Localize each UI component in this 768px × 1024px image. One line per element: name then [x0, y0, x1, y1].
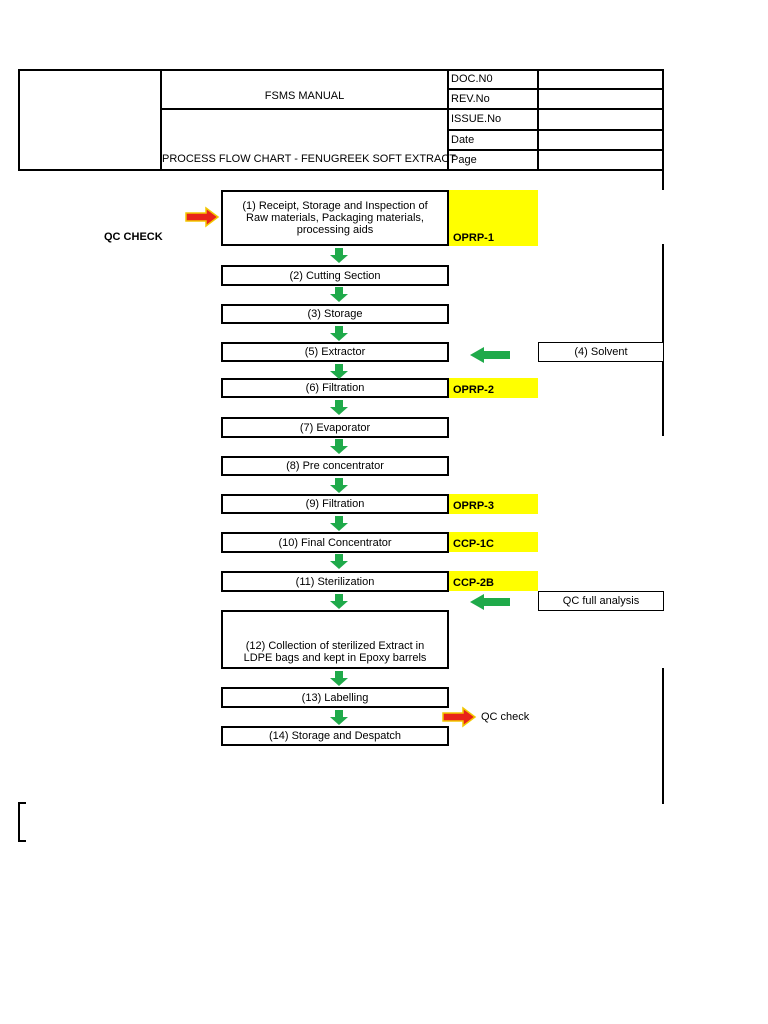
- flow-down-arrow-icon: [330, 478, 348, 493]
- qc-check-red-arrow-icon: [442, 706, 477, 728]
- step-9-box: (9) Filtration: [221, 494, 449, 514]
- step-13-box: (13) Labelling: [221, 687, 449, 708]
- input-left-arrow-icon: [470, 594, 510, 610]
- step-2-box: (2) Cutting Section: [221, 265, 449, 286]
- chart-title: PROCESS FLOW CHART - FENUGREEK SOFT EXTR…: [162, 153, 456, 165]
- frame-left-segment: [18, 804, 20, 842]
- step-1-box: (1) Receipt, Storage and Inspection of R…: [221, 190, 449, 246]
- rev-no-label: REV.No: [451, 93, 490, 105]
- frame-right-segment-1: [662, 171, 664, 190]
- flow-down-arrow-icon: [330, 326, 348, 341]
- doc-no-label: DOC.N0: [451, 73, 493, 85]
- step-11-box: (11) Sterilization: [221, 571, 449, 592]
- step-7-box: (7) Evaporator: [221, 417, 449, 438]
- step-8-box: (8) Pre concentrator: [221, 456, 449, 476]
- flow-down-arrow-icon: [330, 364, 348, 379]
- solvent-box: (4) Solvent: [538, 342, 664, 362]
- header-row-line-2: [447, 108, 664, 110]
- step-5-box: (5) Extractor: [221, 342, 449, 362]
- header-divider-1: [160, 69, 162, 171]
- flow-down-arrow-icon: [330, 439, 348, 454]
- flow-down-arrow-icon: [330, 710, 348, 725]
- date-label: Date: [451, 134, 475, 146]
- header-left-border: [18, 69, 20, 171]
- frame-left-tick: [18, 802, 26, 804]
- step-12-box: (12) Collection of sterilized Extract in…: [221, 610, 449, 669]
- issue-no-label: ISSUE.No: [451, 113, 502, 125]
- qc-full-analysis-box: QC full analysis: [538, 591, 664, 611]
- flow-down-arrow-icon: [330, 594, 348, 609]
- flow-down-arrow-icon: [330, 248, 348, 263]
- qc-check-right-label: QC check: [481, 711, 530, 723]
- frame-right-segment-3: [662, 668, 664, 804]
- flow-down-arrow-icon: [330, 516, 348, 531]
- manual-title: FSMS MANUAL: [264, 90, 345, 102]
- step-10-box: (10) Final Concentrator: [221, 532, 449, 553]
- header-row-line-3: [447, 129, 664, 131]
- qc-check-red-arrow-icon: [185, 206, 220, 228]
- step-14-box: (14) Storage and Despatch: [221, 726, 449, 746]
- flow-down-arrow-icon: [330, 671, 348, 686]
- tag-ccp-1c: CCP-1C: [449, 532, 538, 552]
- frame-right-segment-2: [662, 244, 664, 436]
- tag-oprp-2: OPRP-2: [449, 378, 538, 398]
- step-6-box: (6) Filtration: [221, 378, 449, 398]
- header-bottom-border: [18, 169, 664, 171]
- tag-oprp-1: OPRP-1: [449, 190, 538, 246]
- header-right-border: [662, 69, 664, 171]
- header-row-line-1: [447, 88, 664, 90]
- tag-ccp-2b: CCP-2B: [449, 571, 538, 591]
- tag-oprp-3: OPRP-3: [449, 494, 538, 514]
- flow-down-arrow-icon: [330, 554, 348, 569]
- flow-down-arrow-icon: [330, 287, 348, 302]
- header-mid-row-line: [160, 108, 449, 110]
- page-label: Page: [451, 154, 477, 166]
- step-3-box: (3) Storage: [221, 304, 449, 324]
- header-row-line-4: [447, 149, 664, 151]
- header-top-border: [18, 69, 664, 71]
- frame-left-bottom-tick: [18, 840, 26, 842]
- flow-down-arrow-icon: [330, 400, 348, 415]
- header-divider-3: [537, 69, 539, 171]
- input-left-arrow-icon: [470, 347, 510, 363]
- qc-check-left-label: QC CHECK: [104, 231, 163, 243]
- header-divider-2: [447, 69, 449, 171]
